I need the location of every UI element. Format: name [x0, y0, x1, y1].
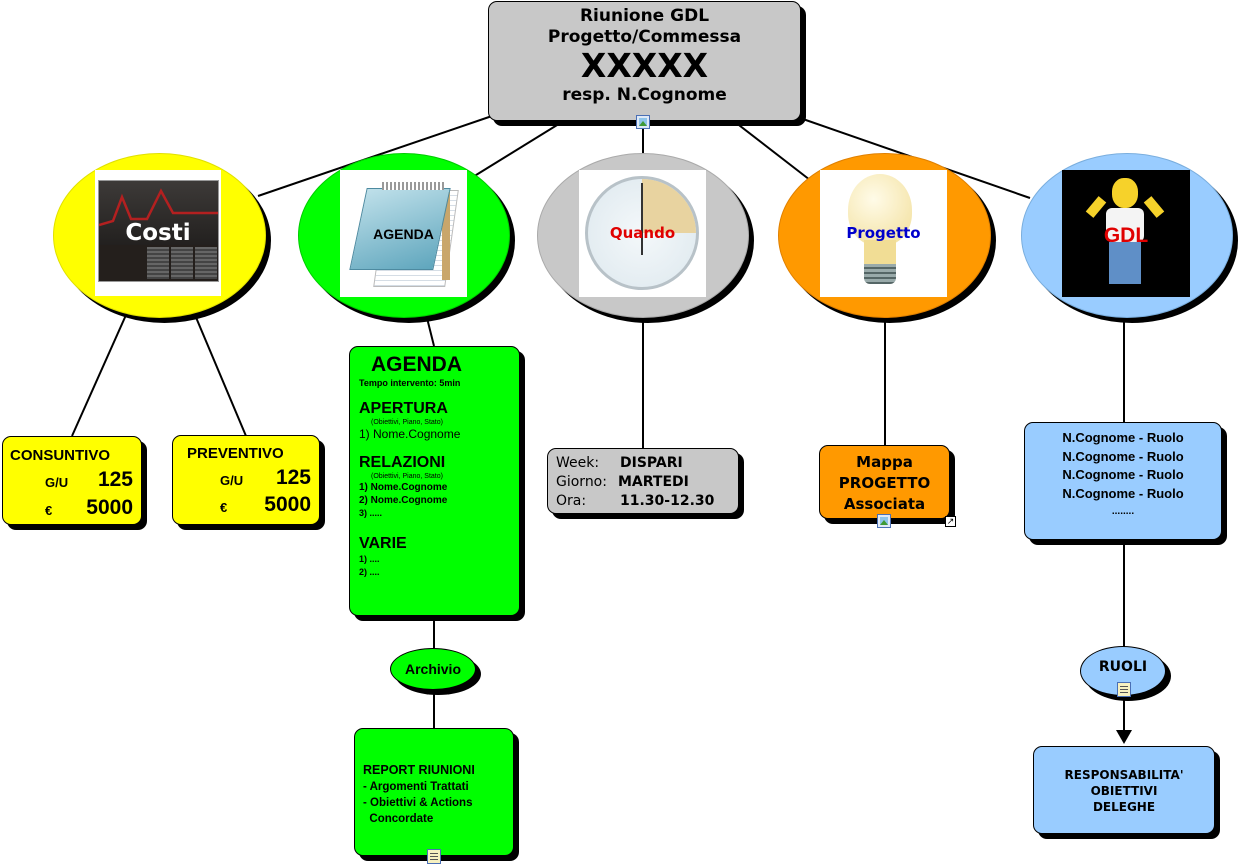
week-value: DISPARI [620, 455, 683, 471]
consuntivo-gu-value: 125 [97, 468, 133, 491]
mappa-box[interactable]: Mappa PROGETTO Associata [819, 445, 950, 519]
preventivo-box[interactable]: PREVENTIVO G/U 125 € 5000 [172, 435, 320, 525]
member-1: N.Cognome - Ruolo [1062, 430, 1184, 445]
preventivo-gu-value: 125 [275, 466, 311, 489]
link-costi-preventivo [194, 314, 247, 437]
note-attachment-icon[interactable] [427, 849, 441, 864]
day-value: MARTEDI [618, 474, 689, 490]
member-2: N.Cognome - Ruolo [1062, 448, 1184, 464]
progetto-label: Progetto [846, 224, 921, 242]
relazioni-item-2: 2) Nome.Cognome [359, 495, 448, 506]
lightbulb-image: Progetto [820, 170, 947, 297]
ruoli-label: RUOLI [1098, 659, 1148, 675]
mappa-line-3: Associata [843, 495, 926, 513]
apertura-note: (Obiettivi, Piano, Stato) [371, 419, 443, 426]
topic-agenda[interactable]: AGENDA [298, 153, 510, 318]
relazioni-title: RELAZIONI [359, 454, 446, 471]
time-label: Ora: [556, 493, 587, 509]
report-line-2: - Obiettivi & Actions [363, 797, 473, 809]
relazioni-note: (Obiettivi, Piano, Stato) [371, 473, 443, 480]
responsabilita-box[interactable]: RESPONSABILITA' OBIETTIVI DELEGHE [1033, 746, 1215, 834]
agenda-time: Tempo intervento: 5min [359, 378, 461, 388]
gdl-image: GDL [1062, 170, 1190, 297]
agenda-box[interactable]: AGENDA Tempo intervento: 5min APERTURA (… [349, 346, 520, 616]
root-subtitle: Progetto/Commessa [547, 27, 742, 47]
image-attachment-icon[interactable] [877, 514, 891, 528]
responsabilita-line-1: RESPONSABILITA' [1064, 768, 1184, 782]
week-row: Week: DISPARI [556, 454, 738, 473]
time-row: Ora: 11.30-12.30 [556, 492, 738, 511]
clock-image: Quando [579, 170, 706, 297]
schedule-box[interactable]: Week: DISPARI Giorno: MARTEDI Ora: 11.30-12… [547, 448, 739, 514]
member-3: N.Cognome - Ruolo [1062, 467, 1184, 482]
report-title: REPORT RIUNIONI [363, 763, 475, 777]
mappa-line-2: PROGETTO [838, 474, 931, 492]
root-responsible: resp. N.Cognome [562, 85, 727, 105]
report-line-3: Concordate [363, 813, 434, 825]
link-root-progetto [734, 121, 811, 181]
lightbulb-icon [848, 174, 912, 246]
preventivo-gu-label: G/U [220, 473, 244, 488]
preventivo-eur-value: 5000 [264, 493, 311, 516]
topic-progetto[interactable]: Progetto [778, 153, 991, 318]
agenda-image-label: AGENDA [373, 226, 434, 242]
responsabilita-line-2: OBIETTIVI [1090, 784, 1158, 798]
quando-label: Quando [609, 224, 676, 242]
gdl-label: GDL [1103, 224, 1149, 247]
responsabilita-line-3: DELEGHE [1092, 800, 1156, 814]
consuntivo-box[interactable]: CONSUNTIVO G/U 125 € 5000 [2, 436, 142, 525]
apertura-item-1: 1) Nome.Cognome [359, 427, 461, 441]
varie-title: VARIE [359, 535, 407, 552]
link-costi-consuntivo [71, 314, 127, 437]
clock-icon [585, 176, 699, 290]
chart-line-icon [99, 188, 218, 227]
costi-label: Costi [125, 220, 191, 246]
consuntivo-gu-label: G/U [45, 475, 69, 490]
varie-item-2: 2) .... [359, 567, 380, 577]
link-agenda-box [426, 317, 435, 347]
agenda-notepad-image: AGENDA [340, 170, 467, 297]
relazioni-item-1: 1) Nome.Cognome [359, 482, 448, 493]
note-attachment-icon[interactable] [1117, 682, 1131, 697]
preventivo-title: PREVENTIVO [187, 445, 284, 462]
shortcut-link-icon[interactable]: ↗ [945, 516, 956, 527]
mappa-line-1: Mappa [856, 453, 913, 471]
image-attachment-icon[interactable] [636, 115, 650, 129]
members-box[interactable]: N.Cognome - Ruolo N.Cognome - Ruolo N.Co… [1024, 422, 1222, 540]
root-node[interactable]: Riunione GDL Progetto/Commessa XXXXX res… [488, 1, 801, 121]
archivio-node[interactable]: Archivio [390, 648, 476, 690]
costi-image: Costi [95, 170, 221, 296]
root-project-code: XXXXX [580, 46, 709, 85]
consuntivo-title: CONSUNTIVO [10, 447, 111, 464]
topic-costi[interactable]: Costi [53, 153, 266, 318]
arrow-head [1116, 730, 1132, 744]
archivio-label: Archivio [404, 661, 461, 677]
topic-gdl[interactable]: GDL [1021, 153, 1233, 318]
relazioni-item-3: 3) ..... [359, 508, 383, 518]
apertura-title: APERTURA [359, 400, 448, 417]
preventivo-eur-label: € [220, 500, 228, 515]
consuntivo-eur-value: 5000 [86, 496, 133, 519]
day-row: Giorno: MARTEDI [556, 473, 738, 492]
week-label: Week: [556, 455, 600, 471]
member-4: N.Cognome - Ruolo [1062, 485, 1184, 501]
consuntivo-eur-label: € [45, 503, 53, 518]
root-title: Riunione GDL [579, 6, 710, 26]
report-line-1: - Argomenti Trattati [363, 781, 469, 793]
agenda-box-title: AGENDA [371, 353, 463, 376]
time-value: 11.30-12.30 [620, 493, 715, 509]
topic-quando[interactable]: Quando [537, 153, 749, 318]
varie-item-1: 1) .... [359, 554, 380, 564]
report-box[interactable]: REPORT RIUNIONI - Argomenti Trattati - O… [354, 728, 514, 856]
member-more: ........ [1111, 506, 1135, 517]
day-label: Giorno: [556, 474, 607, 490]
